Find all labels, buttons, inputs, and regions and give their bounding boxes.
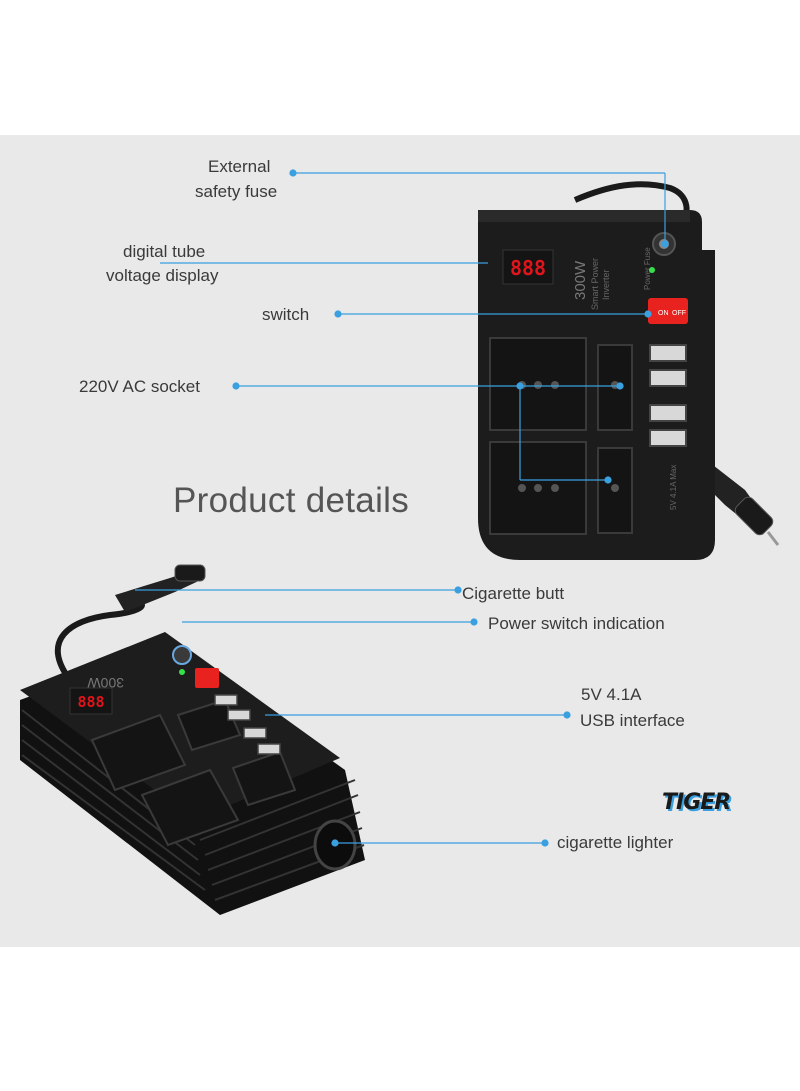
heading-product-details: Product details [173, 481, 410, 520]
top-ac-sockets [489, 337, 633, 535]
label-external-fuse-2: safety fuse [195, 182, 278, 201]
inverter-front-view: 888 300W Smart Power Inverter Power Fuse… [478, 181, 780, 560]
top-usb-ports [649, 344, 687, 447]
label-cigarette-butt: Cigarette butt [462, 584, 565, 603]
svg-text:Power Fuse: Power Fuse [643, 247, 652, 290]
svg-text:Smart Power: Smart Power [590, 258, 600, 310]
bottom-body [20, 632, 365, 915]
tiger-logo: TIGER [662, 790, 731, 815]
top-display-digits: 888 [510, 256, 546, 280]
svg-text:Inverter: Inverter [601, 269, 611, 300]
label-switch: switch [262, 305, 310, 324]
label-external-fuse-1: External [208, 157, 271, 176]
label-usb-1: 5V 4.1A [581, 685, 642, 704]
svg-text:888: 888 [77, 693, 104, 711]
label-voltage-display-2: voltage display [106, 266, 219, 285]
svg-text:ON: ON [658, 310, 669, 317]
label-power-indication: Power switch indication [488, 614, 665, 633]
label-ac-socket: 220V AC socket [79, 377, 200, 396]
inverter-angled-view: 888 300W [20, 564, 365, 915]
svg-text:5V 4.1A Max: 5V 4.1A Max [669, 465, 678, 510]
svg-text:300W: 300W [87, 675, 124, 691]
label-cigarette-lighter: cigarette lighter [557, 833, 674, 852]
top-cigarette-plug [700, 455, 780, 546]
top-switch [648, 298, 688, 324]
svg-text:300W: 300W [572, 260, 589, 300]
label-voltage-display-1: digital tube [123, 242, 206, 261]
label-usb-2: USB interface [580, 711, 685, 730]
pointer-lines [135, 169, 669, 847]
svg-text:OFF: OFF [672, 310, 686, 317]
